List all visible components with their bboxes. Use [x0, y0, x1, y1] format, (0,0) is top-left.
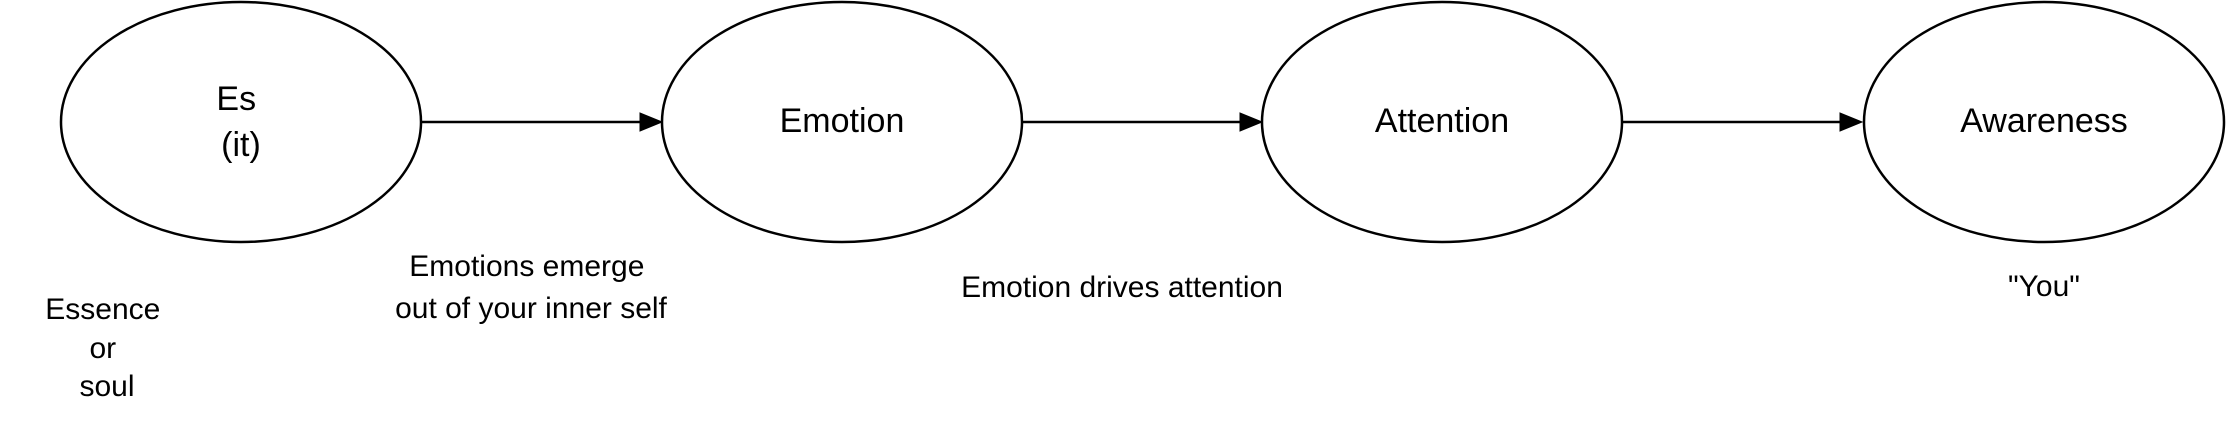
- note-you-line-1: "You": [2008, 270, 2080, 303]
- note-emerge-line-2: out of your inner self: [395, 292, 667, 325]
- svg-text:Es (it): Es (it): [216, 80, 265, 164]
- note-emotions-emerge: Emotions emerge out of your inner self: [395, 250, 667, 325]
- note-essence-line-1: Essence: [45, 293, 160, 326]
- edge-emotion-to-attention: [1022, 112, 1264, 132]
- node-attention-label: Attention: [1375, 102, 1509, 140]
- edge-es-to-emotion: [421, 112, 664, 132]
- note-you: "You": [2008, 270, 2080, 303]
- note-emerge-line-1: Emotions emerge: [409, 250, 644, 283]
- svg-text:Awareness: Awareness: [1960, 102, 2128, 140]
- note-emotion-drives-attention: Emotion drives attention: [961, 271, 1283, 304]
- svg-text:Attention: Attention: [1375, 102, 1509, 140]
- edge-attention-to-awareness: [1622, 112, 1864, 132]
- node-emotion: Emotion: [660, 0, 1024, 244]
- node-es: Es (it): [59, 0, 423, 244]
- note-drives-line-1: Emotion drives attention: [961, 271, 1283, 304]
- node-es-line-1: Es: [216, 80, 256, 118]
- svg-text:Emotion: Emotion: [780, 102, 905, 140]
- node-attention: Attention: [1260, 0, 1624, 244]
- node-es-line-2: (it): [221, 126, 261, 164]
- note-essence-line-3: soul: [79, 370, 134, 403]
- arrowhead-icon: [639, 112, 664, 132]
- arrowhead-icon: [1239, 112, 1264, 132]
- arrowhead-icon: [1839, 112, 1864, 132]
- note-essence: Essence or soul: [45, 293, 168, 403]
- node-awareness: Awareness: [1862, 0, 2226, 244]
- node-awareness-label: Awareness: [1960, 102, 2128, 140]
- note-essence-line-2: or: [89, 332, 116, 365]
- node-emotion-label: Emotion: [780, 102, 905, 140]
